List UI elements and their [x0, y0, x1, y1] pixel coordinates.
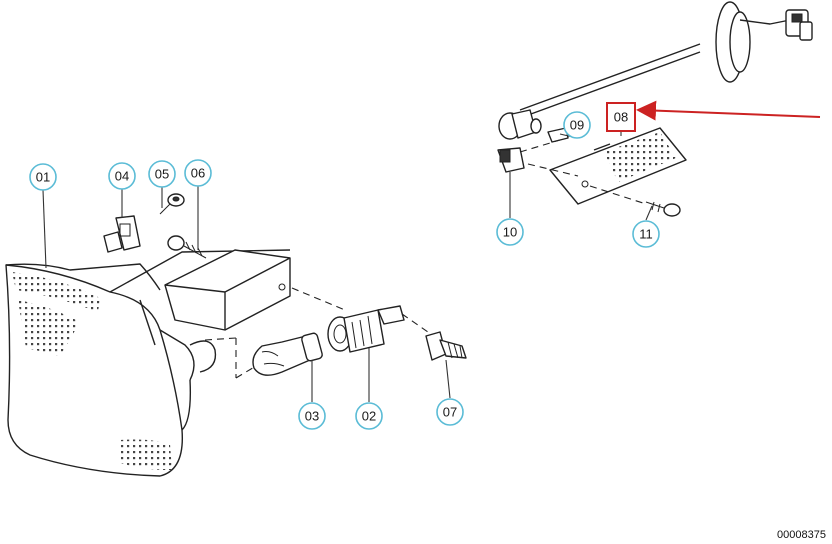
- callout-03[interactable]: 03: [298, 402, 326, 430]
- part-05-screw: [159, 193, 185, 215]
- part-08-side-marker: [549, 127, 687, 205]
- reference-number: 00008375: [777, 529, 826, 541]
- part-03-bulb: [252, 332, 323, 376]
- assembly-line-left-5: [204, 337, 237, 341]
- part-06-screw: [167, 235, 207, 259]
- wiring-cable-2: [519, 51, 701, 119]
- svg-text:09: 09: [570, 118, 584, 133]
- callout-11[interactable]: 11: [632, 220, 660, 248]
- part-04-clip: [103, 215, 141, 253]
- svg-text:08: 08: [614, 110, 628, 125]
- svg-text:03: 03: [305, 409, 319, 424]
- part-10-clip: [497, 147, 525, 173]
- svg-text:05: 05: [155, 167, 169, 182]
- svg-text:11: 11: [639, 227, 653, 242]
- assembly-line-left-1: [291, 287, 346, 311]
- part-02-bulb-socket: [327, 305, 405, 353]
- assembly-line-left-2: [401, 313, 429, 333]
- callout-04[interactable]: 04: [108, 162, 136, 190]
- svg-text:10: 10: [503, 225, 517, 240]
- svg-text:04: 04: [115, 169, 129, 184]
- assembly-line-right-3: [589, 185, 647, 205]
- callout-leaders: [42, 132, 653, 402]
- svg-text:07: 07: [443, 405, 457, 420]
- indicator-lamp-housing: [5, 249, 291, 477]
- cable-grommet: [715, 1, 813, 83]
- svg-text:01: 01: [36, 170, 50, 185]
- callout-07[interactable]: 07: [436, 398, 464, 426]
- svg-text:02: 02: [362, 409, 376, 424]
- part-11-screw: [645, 201, 681, 217]
- callout-08[interactable]: 08: [606, 102, 636, 132]
- highlight-arrow: [636, 100, 821, 121]
- callout-10[interactable]: 10: [496, 218, 524, 246]
- wiring-cable: [519, 43, 701, 111]
- svg-text:06: 06: [191, 166, 205, 181]
- assembly-line-left-3: [235, 365, 257, 379]
- assembly-line-right-1: [519, 139, 561, 153]
- callout-05[interactable]: 05: [148, 160, 176, 188]
- assembly-line-right-2: [527, 163, 579, 177]
- callout-09[interactable]: 09: [563, 111, 591, 139]
- callout-06[interactable]: 06: [184, 159, 212, 187]
- part-09-bulb-holder: [498, 109, 569, 143]
- part-07-connector: [425, 331, 467, 361]
- callout-02[interactable]: 02: [355, 402, 383, 430]
- callout-01[interactable]: 01: [29, 163, 57, 191]
